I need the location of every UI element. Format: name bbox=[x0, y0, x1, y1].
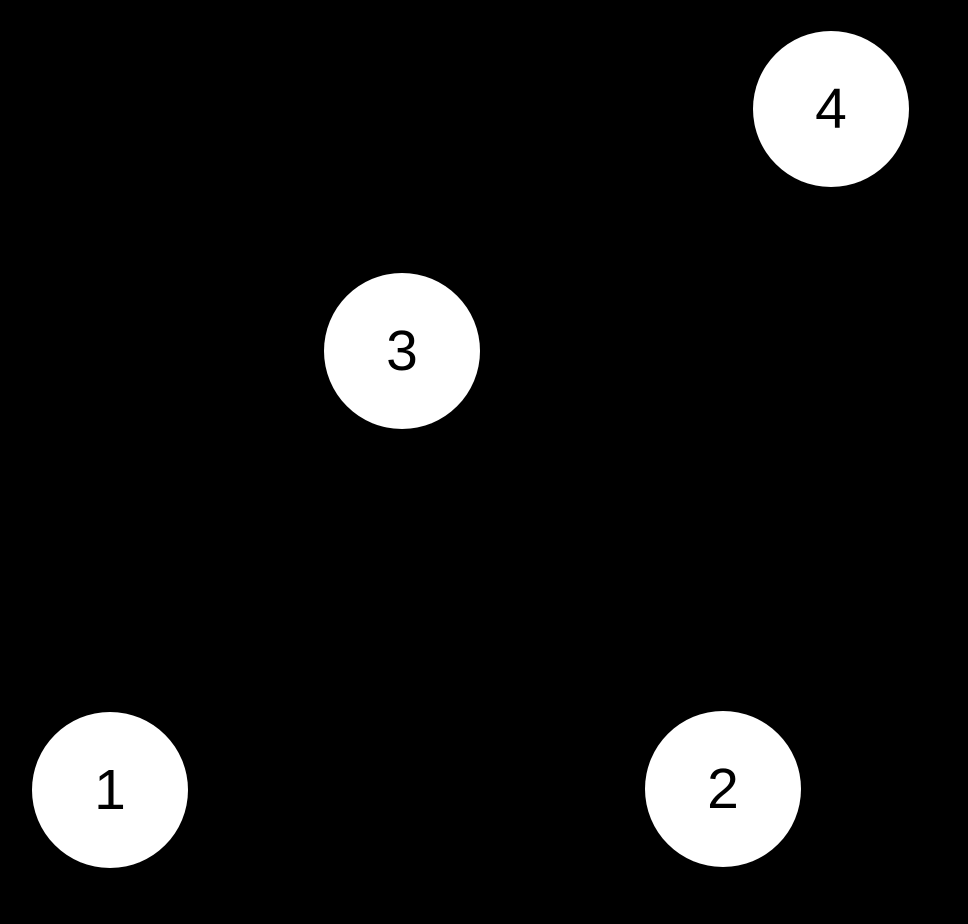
node-label-2: 2 bbox=[707, 756, 739, 821]
graph-node-3: 3 bbox=[324, 273, 480, 429]
graph-node-1: 1 bbox=[32, 712, 188, 868]
graph-node-2: 2 bbox=[645, 711, 801, 867]
node-label-3: 3 bbox=[386, 318, 418, 383]
node-label-4: 4 bbox=[815, 76, 847, 141]
node-label-1: 1 bbox=[94, 757, 126, 822]
graph-node-4: 4 bbox=[753, 31, 909, 187]
